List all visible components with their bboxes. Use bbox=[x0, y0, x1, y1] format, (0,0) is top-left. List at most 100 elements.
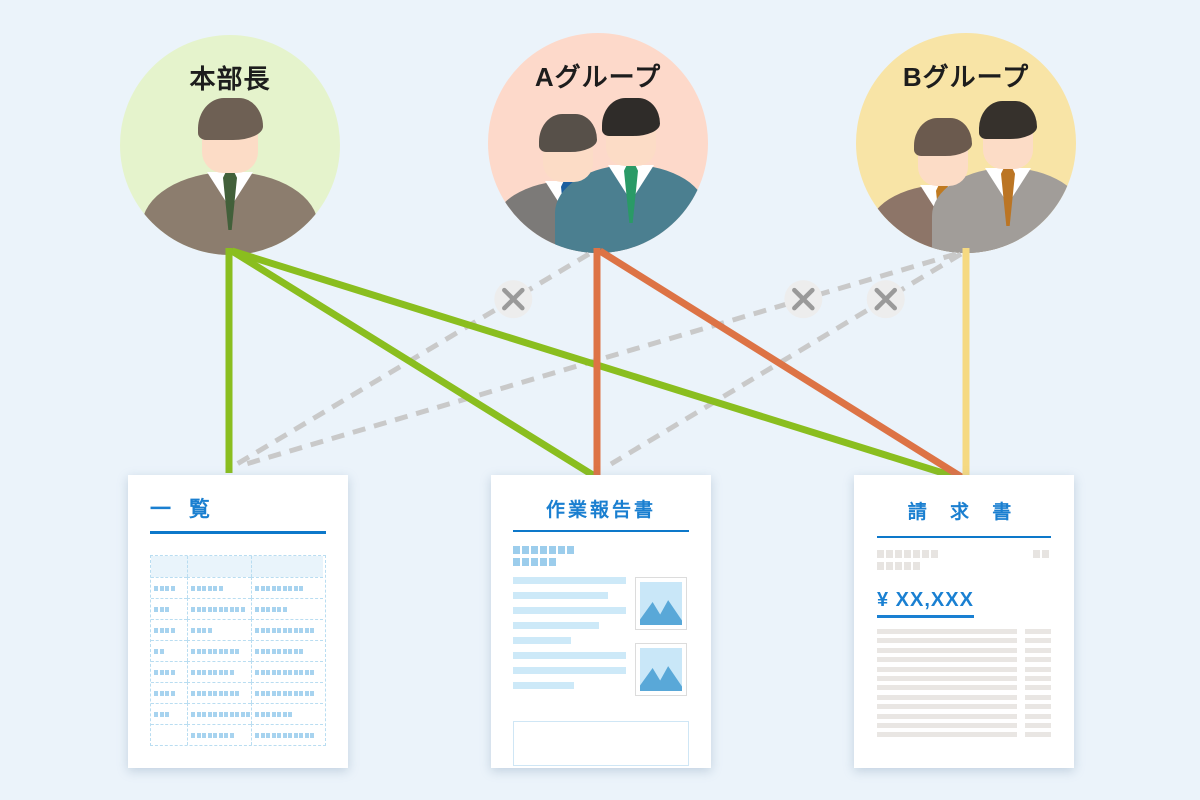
table-cell bbox=[187, 703, 251, 724]
text-block bbox=[165, 690, 169, 696]
table-cell bbox=[187, 640, 251, 661]
text-block bbox=[293, 669, 298, 675]
report-footer-box bbox=[513, 721, 689, 766]
text-block bbox=[229, 648, 234, 654]
table-cell bbox=[251, 577, 323, 598]
invoice-detail-row bbox=[877, 629, 1051, 634]
deny-x-icon bbox=[874, 287, 897, 311]
text-block bbox=[271, 690, 276, 696]
text-block bbox=[207, 669, 212, 675]
table-cell bbox=[251, 598, 323, 619]
invoice-detail-row bbox=[877, 666, 1051, 672]
detail-bar-long bbox=[877, 638, 1017, 644]
table-cell bbox=[251, 703, 323, 724]
invoice-detail-row bbox=[877, 704, 1051, 710]
table-cell bbox=[187, 598, 251, 619]
text-block bbox=[277, 711, 281, 717]
pixel-text-block bbox=[531, 546, 538, 554]
text-block bbox=[170, 690, 175, 696]
text-block bbox=[191, 732, 195, 738]
text-block bbox=[288, 669, 292, 675]
text-block bbox=[271, 669, 276, 675]
text-block bbox=[207, 585, 212, 591]
pixel-text-block bbox=[877, 550, 884, 558]
text-block bbox=[191, 627, 195, 633]
deny-x-icon bbox=[502, 287, 525, 311]
image-placeholder bbox=[635, 643, 687, 696]
text-block bbox=[293, 585, 298, 591]
person-head bbox=[602, 98, 660, 166]
text-block bbox=[154, 606, 158, 612]
text-block bbox=[310, 732, 314, 738]
pixel-text-block bbox=[877, 562, 884, 570]
text-block bbox=[207, 648, 212, 654]
denied-line-group-b-to-report bbox=[609, 251, 963, 467]
person-hair bbox=[198, 98, 263, 140]
text-block bbox=[154, 648, 158, 654]
detail-bar-short bbox=[1025, 694, 1051, 700]
text-block bbox=[202, 585, 206, 591]
detail-bar-short bbox=[1025, 685, 1051, 691]
pixel-text-block bbox=[558, 546, 565, 554]
text-block bbox=[260, 648, 265, 654]
detail-bar-short bbox=[1025, 647, 1051, 653]
text-block bbox=[154, 585, 158, 591]
text-block bbox=[191, 711, 195, 717]
text-block bbox=[260, 711, 265, 717]
text-block bbox=[282, 690, 287, 696]
invoice-amount: ¥ XX,XXX bbox=[877, 589, 974, 618]
text-block bbox=[255, 606, 259, 612]
text-block bbox=[282, 606, 287, 612]
actor-circle-group-a: Aグループ bbox=[488, 33, 708, 253]
text-block bbox=[299, 648, 303, 654]
person-hair bbox=[979, 101, 1037, 139]
pixel-text-block bbox=[1033, 550, 1040, 558]
deny-badge-group-b-to-list bbox=[784, 280, 823, 319]
text-block bbox=[255, 648, 259, 654]
person-tie bbox=[1001, 168, 1015, 226]
text-block bbox=[235, 648, 239, 654]
detail-bar-long bbox=[877, 657, 1017, 663]
image-placeholder-canvas bbox=[640, 648, 682, 691]
document-title: 請 求 書 bbox=[907, 502, 1021, 523]
pixel-text-block bbox=[567, 546, 574, 554]
text-block bbox=[271, 627, 276, 633]
text-block bbox=[310, 627, 314, 633]
pixel-text-block bbox=[540, 558, 547, 566]
text-block bbox=[213, 585, 217, 591]
text-block bbox=[213, 711, 217, 717]
table-header-cell bbox=[151, 556, 187, 577]
text-block bbox=[266, 585, 270, 591]
text-block bbox=[207, 690, 212, 696]
text-block bbox=[196, 627, 201, 633]
person-head bbox=[979, 101, 1037, 169]
invoice-detail-row bbox=[877, 675, 1051, 681]
text-block bbox=[260, 690, 265, 696]
text-block bbox=[202, 606, 206, 612]
table-cell bbox=[187, 619, 251, 640]
document-list: 一 覧 bbox=[128, 475, 348, 768]
text-block bbox=[282, 669, 287, 675]
pixel-text-block bbox=[886, 562, 893, 570]
detail-bar-short bbox=[1025, 704, 1051, 710]
person-group-a-right bbox=[555, 98, 707, 253]
text-block bbox=[207, 732, 212, 738]
deny-x-icon bbox=[792, 287, 815, 311]
deny-badge-circle bbox=[784, 280, 823, 319]
deny-badge-circle bbox=[494, 280, 533, 319]
pixel-text-row bbox=[877, 550, 1051, 558]
text-block bbox=[293, 690, 298, 696]
pixel-text-block bbox=[549, 546, 556, 554]
deny-x-icon bbox=[874, 287, 897, 311]
document-invoice: 請 求 書 ¥ XX,XXX bbox=[854, 475, 1074, 768]
detail-bar-short bbox=[1025, 666, 1051, 672]
pixel-text-block bbox=[522, 558, 529, 566]
pixel-text-block bbox=[922, 550, 929, 558]
actor-circle-group-b: Bグループ bbox=[856, 33, 1076, 253]
text-block bbox=[224, 732, 228, 738]
actor-label-group-b: Bグループ bbox=[902, 62, 1030, 92]
text-block bbox=[271, 711, 276, 717]
detail-bar-short bbox=[1025, 657, 1051, 663]
text-block bbox=[288, 732, 292, 738]
